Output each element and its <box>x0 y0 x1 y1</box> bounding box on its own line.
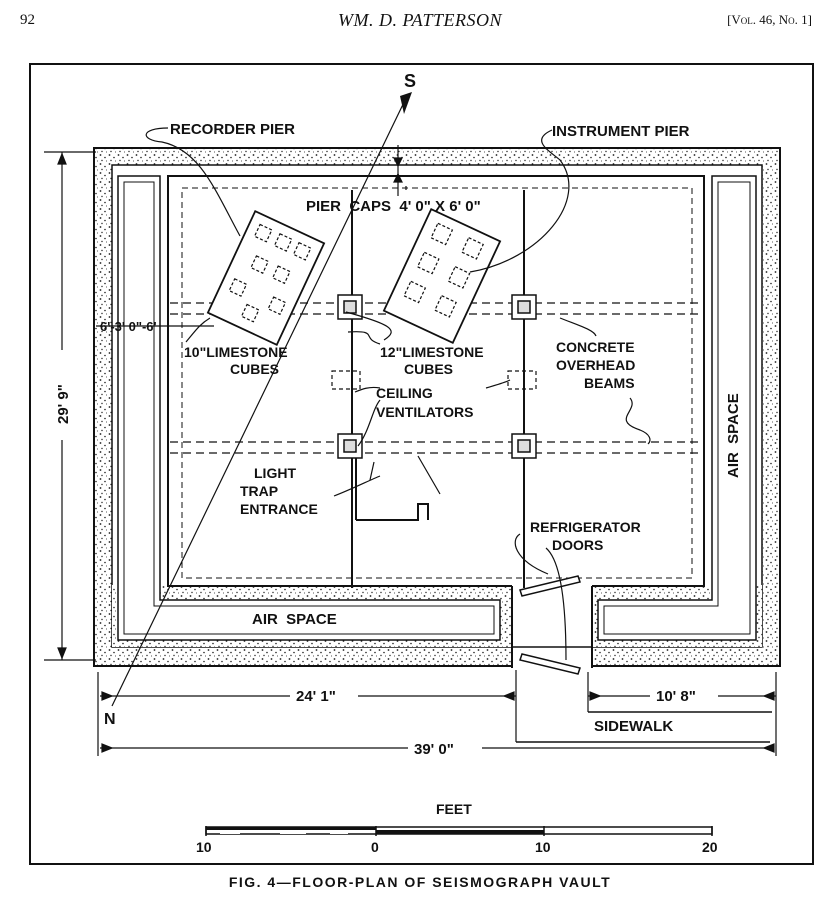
air-space-left <box>117 175 501 641</box>
label-limestone-10-line2: CUBES <box>230 361 279 377</box>
compass-north-label: N <box>104 711 116 728</box>
issue-reference: [Vol. 46, No. 1] <box>727 12 812 27</box>
label-light-line1: LIGHT <box>254 465 296 481</box>
dimension-height: 29' 9" <box>55 384 72 424</box>
ceiling-ventilators <box>331 370 537 390</box>
figure-frame <box>29 63 814 865</box>
running-title: WM. D. PATTERSON <box>337 10 502 30</box>
dimension-width-left: 24' 1" <box>296 688 336 705</box>
scale-bar <box>205 826 713 836</box>
width-dimensions <box>97 670 777 756</box>
scale-tick-10: 10 <box>535 839 551 855</box>
figure-caption: FIG. 4—FLOOR-PLAN OF SEISMOGRAPH VAULT <box>228 874 612 890</box>
label-pier-caps: PIER CAPS 4' 0" X 6' 0" <box>306 198 481 215</box>
dimension-width-right: 10' 8" <box>656 688 696 705</box>
limestone-cubes <box>337 294 537 459</box>
dimension-spacing: 6'-3' 0"-6' <box>100 319 157 334</box>
label-light-line3: ENTRANCE <box>240 501 318 517</box>
scale-tick-0: 0 <box>371 839 379 855</box>
instrument-pier <box>382 207 502 345</box>
refrigerator-door-leaves <box>519 575 581 675</box>
light-trap <box>355 458 429 521</box>
label-concrete-line3: BEAMS <box>584 375 635 391</box>
label-limestone-10-line1: 10"LIMESTONE <box>184 344 288 360</box>
label-refrig-line1: REFRIGERATOR <box>530 519 641 535</box>
scale-tick-20: 20 <box>702 839 718 855</box>
recorder-pier <box>206 209 326 347</box>
label-instrument-pier: INSTRUMENT PIER <box>552 123 690 140</box>
label-limestone-12-line2: CUBES <box>404 361 453 377</box>
compass-needle <box>111 92 412 707</box>
label-refrig-line2: DOORS <box>552 537 603 553</box>
label-air-space-right: AIR SPACE <box>725 393 742 478</box>
label-recorder-pier: RECORDER PIER <box>170 121 295 138</box>
label-air-space-bottom: AIR SPACE <box>252 611 337 628</box>
label-ceiling-line1: CEILING <box>376 385 433 401</box>
label-concrete-line1: CONCRETE <box>556 339 635 355</box>
dimension-total-width: 39' 0" <box>414 741 454 758</box>
scale-tick-neg10: 10 <box>196 839 212 855</box>
compass-south-label: S <box>404 71 416 91</box>
height-dimension <box>44 151 96 661</box>
scale-title: FEET <box>436 801 472 817</box>
air-space-right <box>597 175 757 641</box>
label-limestone-12-line1: 12"LIMESTONE <box>380 344 484 360</box>
label-light-line2: TRAP <box>240 483 278 499</box>
label-ceiling-line2: VENTILATORS <box>376 404 474 420</box>
page-number: 92 <box>20 12 35 28</box>
label-concrete-line2: OVERHEAD <box>556 357 635 373</box>
label-sidewalk: SIDEWALK <box>594 718 673 735</box>
